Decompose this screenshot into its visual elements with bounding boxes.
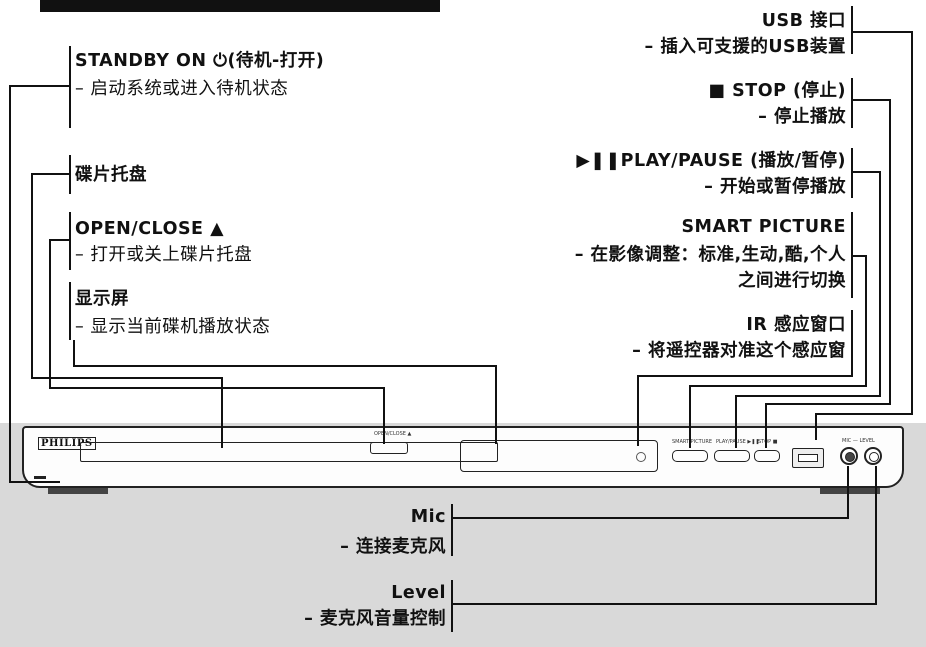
open-close-button[interactable]	[370, 442, 408, 454]
play-pause-caption: PLAY/PAUSE ▶❚❚	[716, 439, 760, 445]
open-close-desc: – 打开或关上碟片托盘	[75, 245, 253, 265]
level-knob-icon	[869, 452, 879, 462]
ir-sensor	[636, 452, 646, 462]
disc-tray[interactable]	[80, 442, 498, 462]
mic-jack[interactable]	[840, 447, 858, 465]
brand-logo: PHILIPS	[38, 437, 96, 450]
level-desc: – 麦克风音量控制	[304, 609, 446, 629]
standby-desc: – 启动系统或进入待机状态	[75, 79, 289, 99]
stop-leader	[765, 99, 891, 448]
smart-picture-caption: SMART PICTURE	[672, 439, 712, 445]
open-close-leader	[49, 239, 385, 444]
play-pause-button[interactable]	[714, 450, 750, 462]
device-foot-left	[48, 488, 108, 494]
smart-picture-button[interactable]	[672, 450, 708, 462]
tray-leader	[31, 173, 223, 448]
display-title: 显示屏	[75, 289, 129, 309]
usb-slot-icon	[798, 454, 818, 462]
level-leader	[452, 466, 877, 605]
play-leader	[735, 171, 881, 448]
smart-picture-title: SMART PICTURE	[681, 217, 846, 237]
header-bar	[40, 0, 440, 12]
stop-button[interactable]	[754, 450, 780, 462]
ir-leader	[637, 340, 853, 446]
play-pause-desc: – 开始或暂停播放	[704, 177, 846, 197]
display-leader	[73, 340, 497, 444]
smart-picture-desc-1: – 在影像调整：标准,生动,酷,个人	[574, 245, 846, 265]
usb-port[interactable]	[792, 448, 824, 468]
smart-picture-desc-2: 之间进行切换	[738, 271, 846, 291]
mic-title: Mic	[410, 507, 446, 527]
standby-leader	[9, 85, 70, 483]
level-knob[interactable]	[864, 447, 882, 465]
open-close-caption: OPEN/CLOSE ▲	[374, 431, 412, 437]
stop-title: ■ STOP (停止)	[708, 81, 846, 101]
level-title: Level	[391, 583, 446, 603]
mic-desc: – 连接麦克风	[340, 537, 446, 557]
smart-leader	[689, 255, 867, 448]
ir-desc: – 将遥控器对准这个感应窗	[632, 341, 846, 361]
mic-jack-icon	[845, 452, 855, 462]
mic-leader	[452, 466, 849, 519]
standby-button[interactable]	[34, 476, 46, 479]
open-close-title: OPEN/CLOSE ▲	[75, 219, 225, 239]
tray-title: 碟片托盘	[75, 165, 147, 185]
mic-level-caption: MIC — LEVEL	[842, 438, 875, 444]
ir-title: IR 感应窗口	[746, 315, 846, 335]
usb-leader	[815, 31, 913, 440]
play-pause-title: ▶❚❚PLAY/PAUSE (播放/暂停)	[576, 151, 846, 171]
usb-title: USB 接口	[761, 11, 846, 31]
display-panel	[460, 440, 658, 472]
standby-title: STANDBY ON ⏻(待机-打开)	[75, 51, 325, 71]
stop-desc: – 停止播放	[758, 107, 846, 127]
device-foot-right	[820, 488, 880, 494]
usb-desc: – 插入可支援的USB装置	[644, 37, 846, 57]
stop-caption: STOP ■	[758, 439, 778, 445]
dvd-player: PHILIPS OPEN/CLOSE ▲ SMART PICTURE PLAY/…	[22, 426, 904, 488]
display-desc: – 显示当前碟机播放状态	[75, 317, 271, 337]
